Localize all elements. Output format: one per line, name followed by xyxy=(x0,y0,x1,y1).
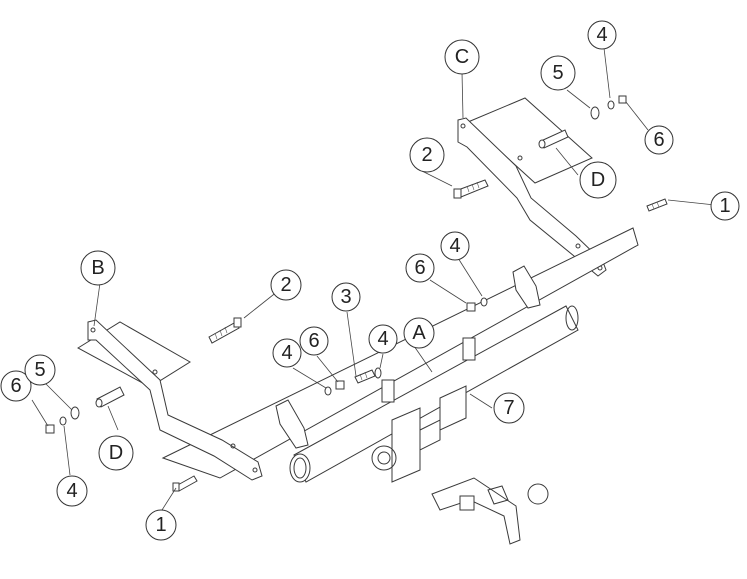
callout-6-right-top: 6 xyxy=(644,125,674,155)
svg-text:4: 4 xyxy=(596,24,607,46)
socket-plate xyxy=(371,385,467,483)
svg-text:D: D xyxy=(591,169,605,191)
callout-4-right-top: 4 xyxy=(587,20,617,50)
callout-2-left: 2 xyxy=(270,269,302,301)
spacer-tube-left xyxy=(95,386,125,408)
svg-text:B: B xyxy=(91,257,104,279)
callout-6-a: 6 xyxy=(299,326,329,356)
lock-nut-right xyxy=(607,100,615,110)
svg-text:6: 6 xyxy=(653,129,664,151)
spacer-tube-right xyxy=(538,129,569,149)
callout-d-left: D xyxy=(98,435,134,471)
callout-c: C xyxy=(444,39,480,75)
callout-4-a: 4 xyxy=(272,338,302,368)
callout-3: 3 xyxy=(331,282,361,312)
bolt-lower-left xyxy=(172,475,198,492)
callout-4-b: 4 xyxy=(368,324,398,354)
svg-text:4: 4 xyxy=(281,342,292,364)
nut-right xyxy=(618,95,627,104)
svg-text:6: 6 xyxy=(10,375,21,397)
svg-text:6: 6 xyxy=(308,330,319,352)
svg-text:7: 7 xyxy=(503,397,514,419)
svg-text:4: 4 xyxy=(66,480,77,502)
svg-text:5: 5 xyxy=(552,62,563,84)
nut-center xyxy=(335,380,345,390)
main-crossbar-a xyxy=(161,227,639,483)
svg-text:C: C xyxy=(455,46,469,68)
bolt-left xyxy=(208,317,242,344)
lock-nut-mid xyxy=(480,297,488,307)
svg-text:4: 4 xyxy=(377,328,388,350)
bolt-center xyxy=(354,369,376,384)
svg-text:6: 6 xyxy=(414,257,425,279)
lock-nut-center-left xyxy=(324,386,332,396)
svg-text:4: 4 xyxy=(449,235,460,257)
leader-lines xyxy=(31,47,716,511)
svg-text:3: 3 xyxy=(340,286,351,308)
washer-right xyxy=(590,106,600,120)
callout-1-left: 1 xyxy=(145,509,177,541)
svg-text:2: 2 xyxy=(280,274,291,296)
callout-d-right: D xyxy=(579,161,617,199)
callout-4-mid: 4 xyxy=(440,231,470,261)
callout-a: A xyxy=(403,317,435,349)
callout-6-mid: 6 xyxy=(405,253,435,283)
bolt-upper-right xyxy=(646,198,668,212)
svg-text:2: 2 xyxy=(421,144,432,166)
bolt-right xyxy=(453,179,489,199)
washer-left xyxy=(70,406,80,420)
callout-2-right: 2 xyxy=(409,137,445,173)
callout-6-left: 6 xyxy=(0,370,32,402)
nut-left xyxy=(45,424,55,434)
callout-4-left: 4 xyxy=(56,475,88,507)
svg-text:5: 5 xyxy=(34,359,45,381)
svg-text:1: 1 xyxy=(155,514,166,536)
right-bracket-c xyxy=(457,97,607,277)
callout-b: B xyxy=(80,250,116,286)
lock-nut-left xyxy=(59,416,67,426)
tow-ball xyxy=(431,477,549,545)
svg-text:A: A xyxy=(412,322,426,344)
left-bracket-b xyxy=(77,319,263,481)
nut-mid xyxy=(466,302,476,312)
callout-7: 7 xyxy=(493,392,525,424)
svg-text:1: 1 xyxy=(719,195,730,217)
callout-1-right: 1 xyxy=(710,191,740,221)
callout-5-right: 5 xyxy=(540,55,576,91)
callout-5-left: 5 xyxy=(24,354,56,386)
svg-text:D: D xyxy=(109,442,123,464)
lock-nut-center xyxy=(374,367,382,379)
